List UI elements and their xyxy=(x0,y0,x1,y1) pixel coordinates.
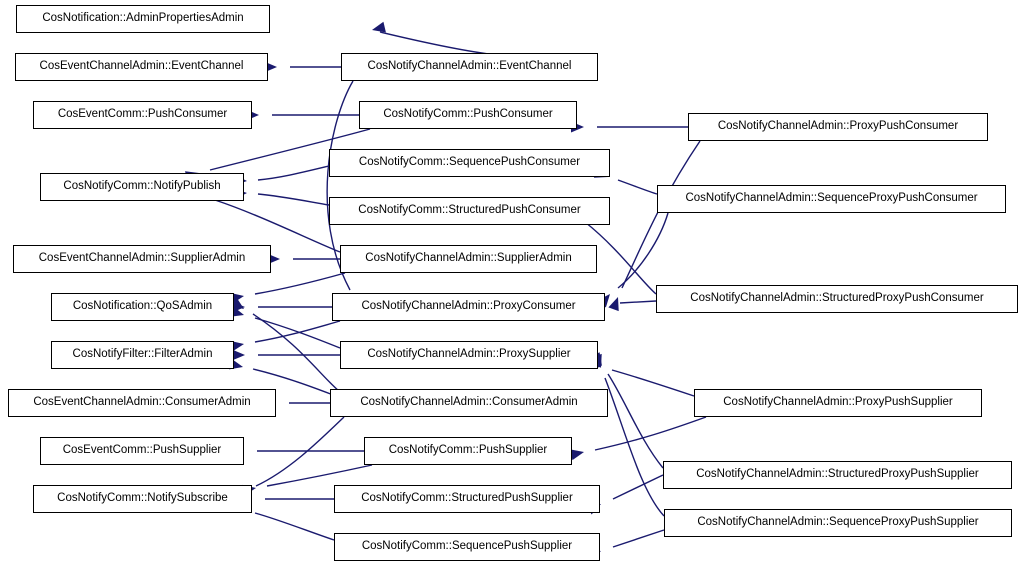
inheritance-edge xyxy=(239,493,334,505)
class-node[interactable]: CosNotifyChannelAdmin::ProxySupplier xyxy=(340,341,598,369)
class-node-label: CosEventComm::PushConsumer xyxy=(57,108,228,121)
class-node[interactable]: CosEventComm::PushConsumer xyxy=(33,101,252,129)
class-node-label: CosNotifyComm::PushConsumer xyxy=(383,108,553,121)
inheritance-edge xyxy=(372,21,498,56)
class-node[interactable]: CosEventChannelAdmin::SupplierAdmin xyxy=(13,245,271,273)
class-node-label: CosNotifyFilter::FilterAdmin xyxy=(72,348,213,361)
class-node-label: CosNotifyChannelAdmin::SupplierAdmin xyxy=(365,252,572,265)
class-node[interactable]: CosEventChannelAdmin::EventChannel xyxy=(15,53,268,81)
arrowhead-icon xyxy=(608,297,619,312)
class-node-label: CosNotifyComm::PushSupplier xyxy=(388,444,548,457)
class-node[interactable]: CosNotifyChannelAdmin::SupplierAdmin xyxy=(340,245,597,273)
class-node-label: CosNotifyComm::SequencePushSupplier xyxy=(361,540,573,553)
class-node-label: CosNotification::AdminPropertiesAdmin xyxy=(42,12,244,25)
class-node-label: CosEventChannelAdmin::EventChannel xyxy=(39,60,244,73)
class-node-label: CosNotifyComm::StructuredPushConsumer xyxy=(358,204,581,217)
class-node[interactable]: CosNotifyChannelAdmin::StructuredProxyPu… xyxy=(656,285,1018,313)
class-node[interactable]: CosNotifyChannelAdmin::SequenceProxyPush… xyxy=(664,509,1012,537)
inheritance-edge xyxy=(229,306,341,349)
class-node-label: CosNotifyChannelAdmin::EventChannel xyxy=(367,60,572,73)
class-node[interactable]: CosNotifyComm::StructuredPushConsumer xyxy=(329,197,610,225)
class-node-label: CosNotifyComm::StructuredPushSupplier xyxy=(361,492,573,505)
arrowhead-icon xyxy=(372,21,386,33)
class-node-label: CosNotifyChannelAdmin::StructuredProxyPu… xyxy=(690,292,984,305)
class-node-label: CosNotifyChannelAdmin::ProxyConsumer xyxy=(361,300,576,313)
inheritance-edge xyxy=(233,165,330,186)
class-node-label: CosEventComm::PushSupplier xyxy=(62,444,222,457)
inheritance-edge xyxy=(230,297,341,393)
class-node[interactable]: CosNotifyChannelAdmin::SequenceProxyPush… xyxy=(657,185,1006,213)
class-node[interactable]: CosNotifyChannelAdmin::ProxyPushSupplier xyxy=(694,389,982,417)
class-node[interactable]: CosNotifyComm::PushSupplier xyxy=(364,437,572,465)
class-node-label: CosEventChannelAdmin::SupplierAdmin xyxy=(38,252,246,265)
class-node-label: CosNotification::QoSAdmin xyxy=(72,300,213,313)
inheritance-edge xyxy=(267,253,340,265)
inheritance-edge xyxy=(570,416,707,461)
class-node[interactable]: CosNotifyComm::NotifyPublish xyxy=(40,173,244,201)
class-node[interactable]: CosNotifyComm::StructuredPushSupplier xyxy=(334,485,600,513)
class-node[interactable]: CosEventChannelAdmin::ConsumerAdmin xyxy=(8,389,276,417)
class-node[interactable]: CosNotifyComm::SequencePushSupplier xyxy=(334,533,600,561)
class-node[interactable]: CosNotifyChannelAdmin::StructuredProxyPu… xyxy=(663,461,1012,489)
class-node[interactable]: CosNotifyComm::PushConsumer xyxy=(359,101,577,129)
inheritance-edge xyxy=(230,272,346,304)
class-node-label: CosNotifyChannelAdmin::SequenceProxyPush… xyxy=(697,516,979,529)
class-node-label: CosEventChannelAdmin::ConsumerAdmin xyxy=(33,396,251,409)
class-node-label: CosNotifyChannelAdmin::ConsumerAdmin xyxy=(360,396,578,409)
class-node[interactable]: CosNotifyChannelAdmin::ConsumerAdmin xyxy=(330,389,608,417)
class-node[interactable]: CosNotifyComm::NotifySubscribe xyxy=(33,485,252,513)
class-node-label: CosNotifyChannelAdmin::ProxyPushSupplier xyxy=(723,396,953,409)
class-node-label: CosNotifyChannelAdmin::ProxyPushConsumer xyxy=(717,120,959,133)
inheritance-edge xyxy=(264,61,341,73)
class-node[interactable]: CosNotification::AdminPropertiesAdmin xyxy=(16,5,270,33)
inheritance-edge xyxy=(246,109,359,121)
class-node[interactable]: CosNotification::QoSAdmin xyxy=(51,293,234,321)
inheritance-edge xyxy=(230,320,341,352)
class-node[interactable]: CosNotifyChannelAdmin::EventChannel xyxy=(341,53,598,81)
class-node-label: CosNotifyComm::SequencePushConsumer xyxy=(358,156,581,169)
class-node-label: CosNotifyComm::NotifySubscribe xyxy=(57,492,228,505)
class-node[interactable]: CosNotifyChannelAdmin::ProxyConsumer xyxy=(332,293,605,321)
class-node-label: CosNotifyComm::NotifyPublish xyxy=(63,180,221,193)
inheritance-edge xyxy=(232,349,340,361)
class-node-label: CosNotifyChannelAdmin::StructuredProxyPu… xyxy=(696,468,979,481)
arrowhead-icon xyxy=(570,449,584,461)
inheritance-edge xyxy=(591,353,665,517)
class-node[interactable]: CosEventComm::PushSupplier xyxy=(40,437,244,465)
class-node-label: CosNotifyChannelAdmin::SequenceProxyPush… xyxy=(685,192,978,205)
class-node[interactable]: CosNotifyFilter::FilterAdmin xyxy=(51,341,234,369)
inheritance-edge xyxy=(232,301,332,313)
class-node[interactable]: CosNotifyChannelAdmin::ProxyPushConsumer xyxy=(688,113,988,141)
inheritance-edge xyxy=(231,445,364,457)
inheritance-edge xyxy=(233,188,330,206)
inheritance-edge xyxy=(571,121,688,133)
class-node-label: CosNotifyChannelAdmin::ProxySupplier xyxy=(367,348,571,361)
class-node[interactable]: CosNotifyComm::SequencePushConsumer xyxy=(329,149,610,177)
